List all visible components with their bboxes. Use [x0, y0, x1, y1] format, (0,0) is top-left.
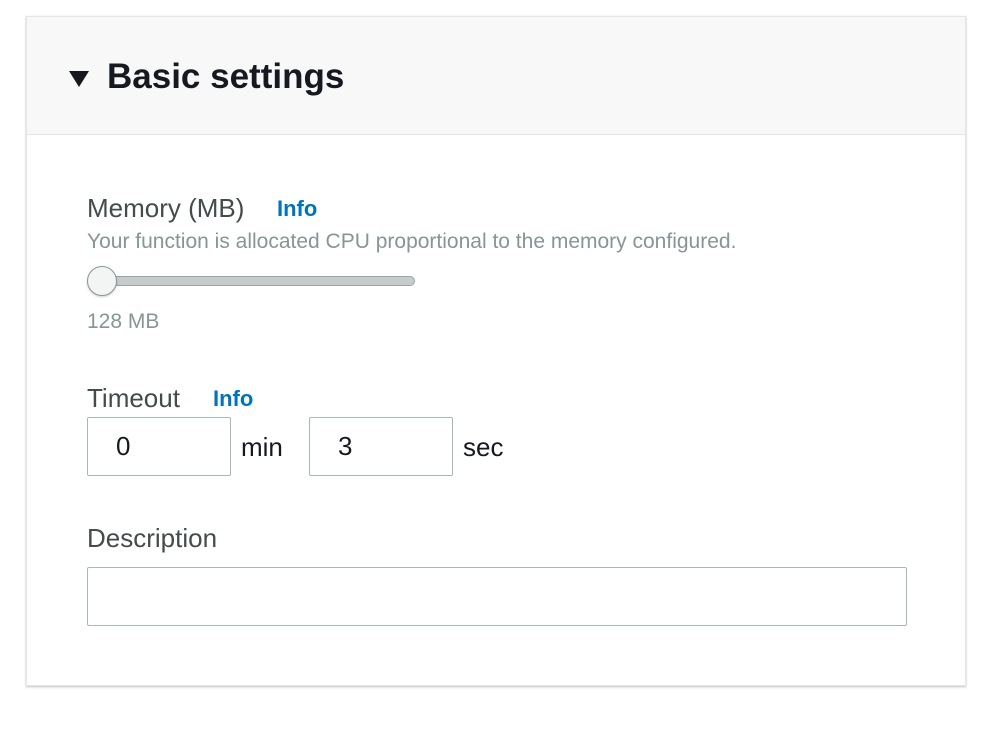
basic-settings-panel: Basic settings Memory (MB) Info Your fun… [26, 16, 966, 686]
minutes-unit: min [241, 432, 283, 462]
memory-slider-track[interactable] [89, 276, 415, 286]
timeout-seconds-input[interactable] [309, 417, 453, 476]
memory-label: Memory (MB) [87, 193, 245, 223]
caret-down-icon[interactable] [69, 71, 89, 87]
timeout-minutes-input[interactable] [87, 417, 231, 476]
description-input[interactable] [87, 567, 907, 626]
timeout-info-link[interactable]: Info [213, 386, 254, 411]
memory-info-link[interactable]: Info [277, 196, 318, 221]
basic-settings-header[interactable]: Basic settings [27, 17, 965, 135]
memory-hint: Your function is allocated CPU proportio… [87, 230, 737, 253]
memory-slider-thumb[interactable] [87, 266, 117, 296]
timeout-label: Timeout [87, 383, 180, 413]
section-title: Basic settings [107, 57, 345, 96]
description-label: Description [87, 523, 218, 553]
memory-value: 128 MB [87, 310, 160, 333]
seconds-unit: sec [463, 432, 504, 462]
